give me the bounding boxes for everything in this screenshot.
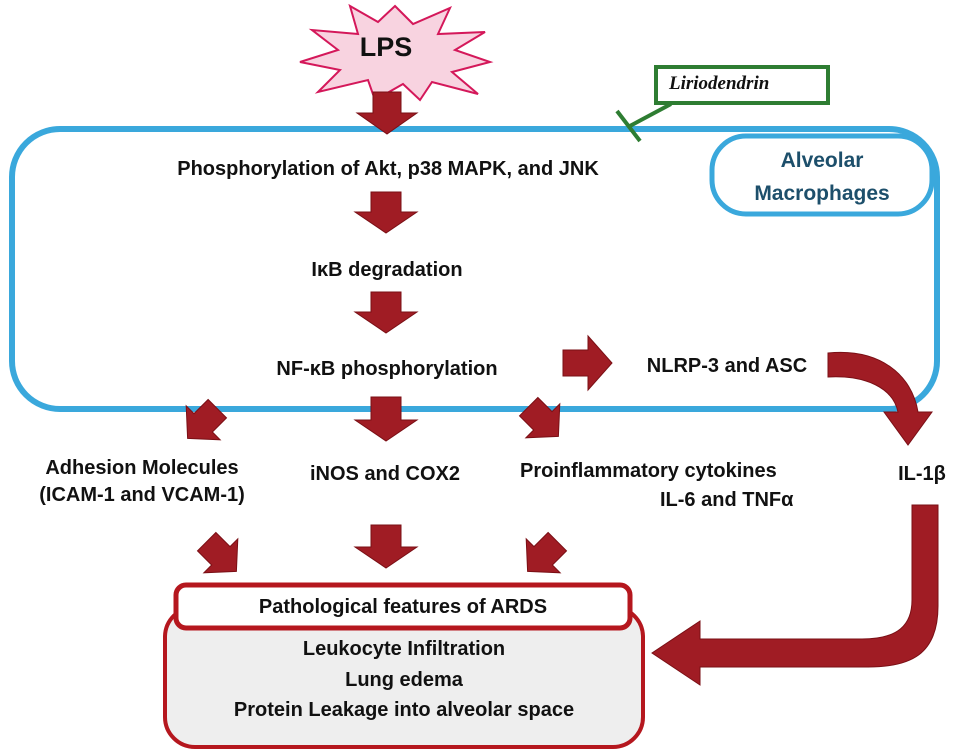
macrophage-label-line2: Macrophages xyxy=(754,182,890,205)
macrophage-label-line1: Alveolar xyxy=(780,149,864,172)
liriodendrin-box xyxy=(654,65,830,105)
ards-feature-1: Leukocyte Infiltration xyxy=(302,638,506,660)
arrow-phospho-to-ikb xyxy=(353,191,419,234)
ards-feature-3: Protein Leakage into alveolar space xyxy=(233,699,575,721)
inos-cox2-label: iNOS and COX2 xyxy=(309,463,461,485)
cytokines-label-line2: IL-6 and TNFα xyxy=(660,489,794,511)
ards-title-box xyxy=(173,582,633,631)
inhibition-bar xyxy=(615,109,642,143)
arrow-nlrp3-to-il1b xyxy=(827,351,933,446)
arrow-inos-to-ards xyxy=(353,524,419,569)
step-ikb-degradation: IκB degradation xyxy=(311,259,463,281)
step-nlrp3-asc: NLRP-3 and ASC xyxy=(646,355,808,377)
arrow-nfkb-to-inos xyxy=(353,396,419,442)
arrow-lps-to-phospho xyxy=(355,91,419,135)
pathway-arrows xyxy=(185,91,613,574)
arrow-ikb-to-nfkb xyxy=(353,291,419,334)
arrow-nfkb-to-nlrp3 xyxy=(562,334,613,392)
il1b-label: IL-1β xyxy=(898,463,946,485)
macrophage-label-box xyxy=(709,133,935,217)
step-phosphorylation: Phosphorylation of Akt, p38 MAPK, and JN… xyxy=(177,158,599,180)
macrophage-cell-outline xyxy=(9,126,940,412)
liriodendrin-label: Liriodendrin xyxy=(669,73,770,94)
ards-title: Pathological features of ARDS xyxy=(258,596,548,618)
arrow-adhesion-to-ards xyxy=(196,531,239,574)
ards-feature-2: Lung edema xyxy=(345,669,463,691)
lps-starburst xyxy=(299,3,494,102)
adhesion-label-line1: Adhesion Molecules xyxy=(45,457,239,479)
arrow-nfkb-to-adhesion xyxy=(185,398,228,441)
cytokines-label-line1: Proinflammatory cytokines xyxy=(520,460,777,482)
arrow-il1b-to-ards xyxy=(651,504,939,686)
lps-label: LPS xyxy=(359,32,413,62)
inhibition-line xyxy=(627,102,672,129)
adhesion-label-line2: (ICAM-1 and VCAM-1) xyxy=(39,484,245,506)
arrow-cytokines-to-ards xyxy=(525,531,568,574)
arrow-nfkb-to-cytokines xyxy=(518,396,561,439)
step-nfkb-phosphorylation: NF-κB phosphorylation xyxy=(276,358,498,380)
